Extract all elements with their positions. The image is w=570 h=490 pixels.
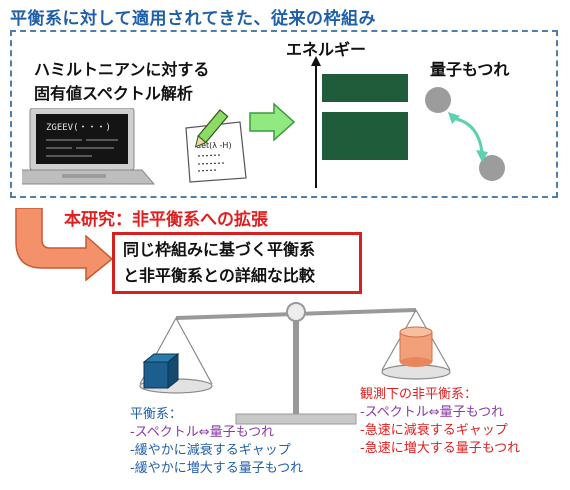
energy-spectrum bbox=[310, 56, 414, 190]
research-box-line1: 同じ枠組みに基づく平衡系 bbox=[123, 240, 316, 259]
equilibrium-cube-icon bbox=[140, 352, 180, 392]
laptop-icon: ZGEEV(・・・) bbox=[11, 107, 172, 188]
page-title: 平衡系に対して適用されてきた、従来の枠組み bbox=[10, 9, 376, 29]
energy-axis-label: エネルギー bbox=[286, 40, 367, 59]
nonequilibrium-item-3: -急速に増大する量子もつれ bbox=[360, 441, 521, 456]
equilibrium-item-1: -スペクトル⇔量子もつれ bbox=[130, 425, 275, 440]
orange-curved-arrow bbox=[12, 207, 116, 282]
entangled-particles-icon bbox=[418, 82, 522, 190]
green-right-arrow bbox=[248, 102, 296, 142]
equilibrium-item-3: -緩やかに増大する量子もつれ bbox=[130, 461, 304, 476]
nonequilibrium-cylinder-icon bbox=[398, 326, 434, 370]
paper-formula: det(λ -H) bbox=[196, 141, 232, 150]
nonequilibrium-item-1: -スペクトル⇔量子もつれ bbox=[360, 405, 505, 420]
paper-calculation-icon: det(λ -H) bbox=[176, 104, 256, 184]
research-label: 本研究：非平衡系への拡張 bbox=[64, 210, 268, 230]
hamiltonian-label-line2: 固有値スペクトル解析 bbox=[34, 84, 193, 103]
equilibrium-item-2: -緩やかに減衰するギャップ bbox=[130, 443, 291, 458]
research-comparison-box: 同じ枠組みに基づく平衡系 と非平衡系との詳細な比較 bbox=[112, 232, 362, 294]
hamiltonian-label-line1: ハミルトニアンに対する bbox=[34, 60, 210, 79]
entanglement-label: 量子もつれ bbox=[430, 60, 510, 79]
laptop-screen-text: ZGEEV(・・・) bbox=[46, 123, 111, 133]
nonequilibrium-title: 観測下の非平衡系： bbox=[360, 387, 478, 402]
energy-band-lower bbox=[322, 112, 408, 160]
conventional-framework-frame bbox=[10, 30, 558, 198]
nonequilibrium-item-2: -急速に減衰するギャップ bbox=[360, 423, 508, 438]
equilibrium-title: 平衡系： bbox=[130, 407, 183, 422]
research-box-line2: と非平衡系との詳細な比較 bbox=[123, 266, 315, 285]
energy-band-upper bbox=[322, 74, 408, 102]
balance-scale bbox=[100, 290, 490, 430]
